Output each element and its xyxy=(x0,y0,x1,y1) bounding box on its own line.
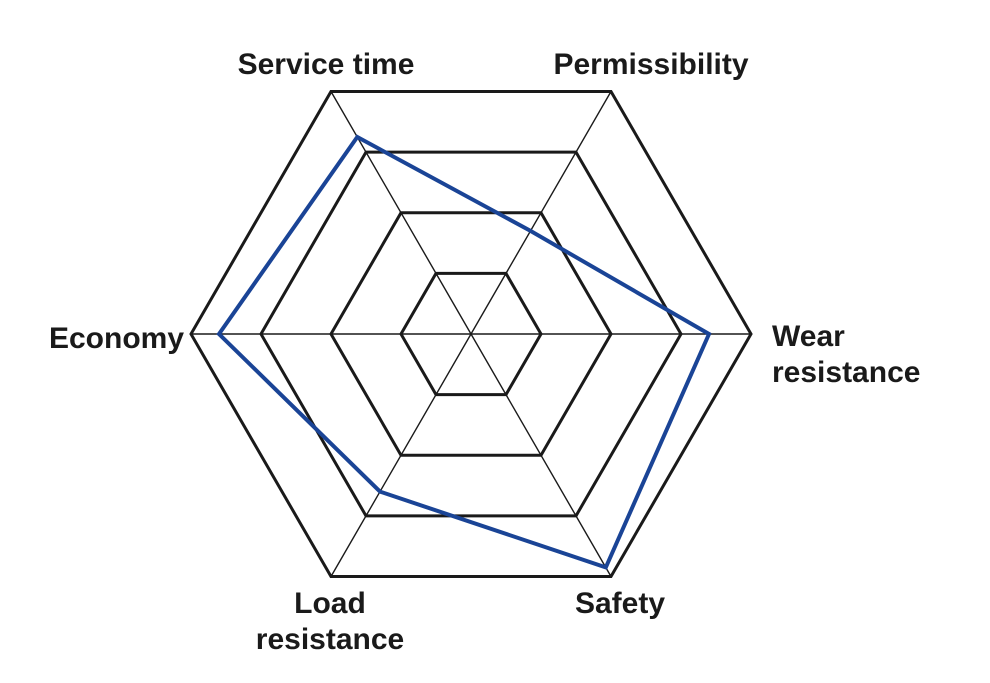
axis-label-line: Permissibility xyxy=(553,48,748,81)
axis-label-line: Economy xyxy=(49,322,184,355)
spoke-service_time xyxy=(330,91,472,335)
axis-label-line: Wear xyxy=(772,320,845,353)
axis-label-line: resistance xyxy=(772,356,920,389)
axis-label-line: Service time xyxy=(238,48,415,81)
axis-label-line: resistance xyxy=(256,623,404,656)
axis-label-service_time: Service time xyxy=(238,48,415,81)
axis-label-safety: Safety xyxy=(575,587,665,620)
grid-spokes xyxy=(191,91,751,577)
axis-label-line: Safety xyxy=(575,587,665,620)
axis-label-line: Load xyxy=(294,587,366,620)
series-layer xyxy=(216,134,712,570)
series-line-0 xyxy=(216,134,712,570)
spoke-safety xyxy=(470,333,612,577)
spoke-load_resistance xyxy=(330,333,472,577)
axis-label-permissibility: Permissibility xyxy=(553,48,748,81)
spoke-permissibility xyxy=(470,91,612,335)
axis-label-economy: Economy xyxy=(49,322,184,355)
